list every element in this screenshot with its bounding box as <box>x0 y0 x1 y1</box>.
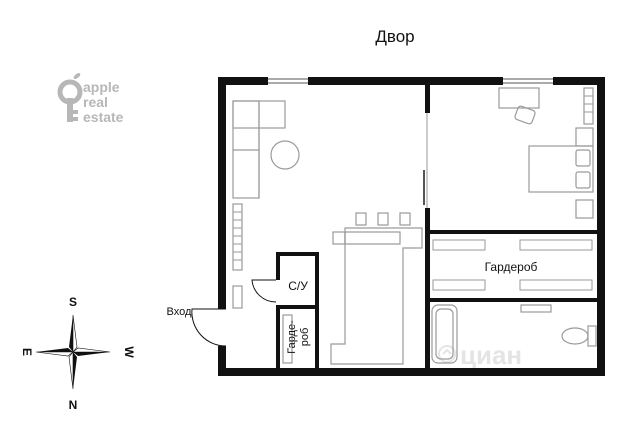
sofa <box>232 100 286 199</box>
bathtub <box>431 304 458 364</box>
wardrobe-label: Гардероб <box>485 260 538 274</box>
bar-stool <box>377 212 389 226</box>
cian-watermark: циан <box>438 340 522 370</box>
toilet <box>561 325 597 347</box>
furniture <box>232 87 597 365</box>
interior-walls <box>276 85 597 368</box>
compass-north: N <box>69 398 78 412</box>
kitchen-counter <box>330 227 423 365</box>
courtyard-label: Двор <box>375 27 414 46</box>
location-pin-icon <box>57 73 83 122</box>
wall-cabinet <box>232 203 243 271</box>
bathroom-label: С/У <box>288 279 308 293</box>
desk-chair <box>514 105 536 125</box>
logo-line-3: estate <box>83 109 124 125</box>
wardrobe-hangers <box>432 239 593 291</box>
logo-line-2: real <box>83 94 108 110</box>
compass-south: S <box>69 295 77 309</box>
coffee-table <box>270 140 300 170</box>
small-wardrobe-label: Гарде- роб <box>286 320 311 354</box>
svg-text:Гарде-: Гарде- <box>286 320 298 354</box>
exterior-walls <box>218 77 605 376</box>
bed <box>528 145 594 193</box>
windows <box>268 78 553 84</box>
watermark-text: циан <box>460 340 522 370</box>
compass-west: W <box>122 346 136 358</box>
doors <box>191 113 428 347</box>
svg-text:роб: роб <box>299 328 311 347</box>
entrance-label: Вход <box>167 306 192 318</box>
desk <box>498 87 540 109</box>
bar-stool <box>355 212 367 226</box>
bar-stool <box>399 212 411 226</box>
apple-real-estate-logo: apple real estate <box>57 73 124 125</box>
compass-rose <box>35 314 111 390</box>
compass-east: E <box>20 348 34 356</box>
logo-line-1: apple <box>83 79 120 95</box>
